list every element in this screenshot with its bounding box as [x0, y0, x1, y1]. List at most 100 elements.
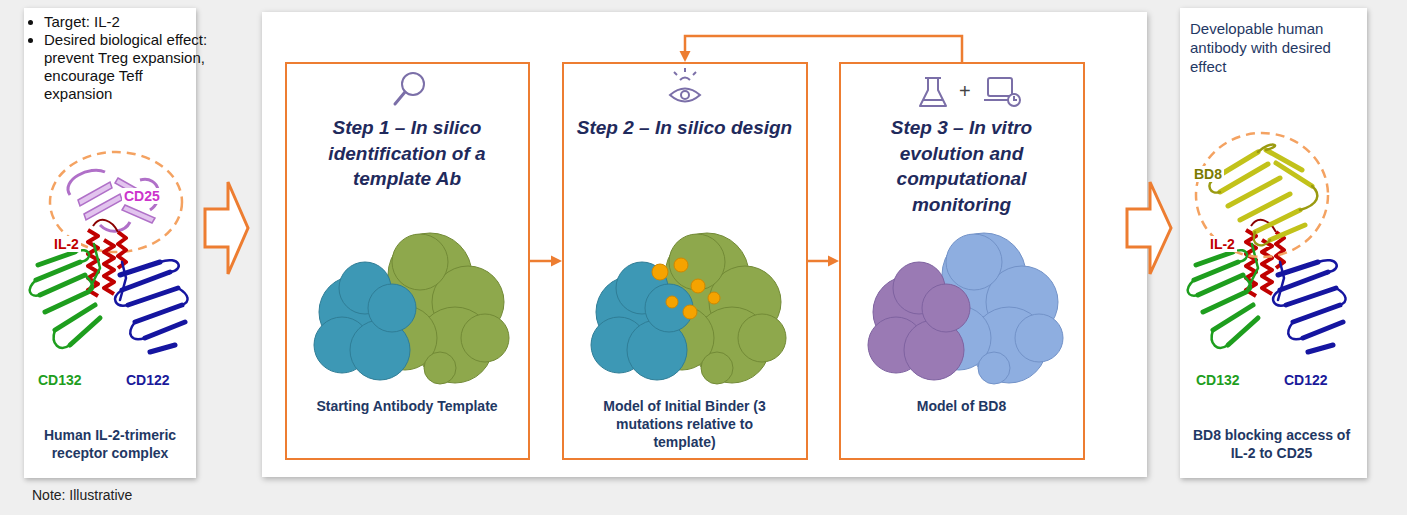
- antibody-surface: [368, 284, 416, 332]
- cd122-ribbon: [145, 322, 185, 338]
- cd132-ribbon: [70, 318, 100, 345]
- antibody-surface: [946, 234, 1002, 290]
- step-heading: Step 3 – In vitro evolution and computat…: [849, 115, 1074, 218]
- step-caption: Model of Initial Binder (3 mutations rel…: [592, 397, 777, 452]
- highlight-ring: [1196, 133, 1328, 257]
- plus-sign: +: [957, 80, 973, 103]
- mutation-patch: [652, 264, 668, 280]
- search-icon: [395, 73, 424, 104]
- antibody-surface: [978, 352, 1010, 384]
- part-label: CD25: [122, 188, 162, 204]
- cd132-ribbon: [30, 244, 100, 348]
- receptor-complex: [30, 220, 188, 352]
- panel-heading: Developable human antibody with desired …: [1190, 20, 1358, 76]
- cd122-ribbon: [160, 260, 179, 272]
- cd132-ribbon: [54, 330, 70, 348]
- part-label: CD132: [36, 372, 84, 388]
- step-box: Step 1 – In silico identification of a t…: [285, 62, 530, 460]
- cd132-ribbon: [40, 275, 85, 295]
- bd8-ribbon: [1276, 163, 1312, 186]
- bullet-item: Desired biological effect: prevent Treg …: [44, 31, 208, 103]
- eye-icon: [670, 68, 700, 102]
- eye-icon: [681, 91, 689, 99]
- info-panel: Target: IL-2Desired biological effect: p…: [24, 8, 196, 478]
- il2-helices: [88, 220, 126, 296]
- eye-icon: [693, 72, 696, 75]
- computer-icon: [1014, 96, 1017, 100]
- connector-line: [808, 260, 829, 263]
- flask-icon: [925, 77, 941, 79]
- cd122-ribbon: [120, 262, 126, 300]
- antibody-surface: [591, 262, 693, 380]
- antibody-surface: [461, 314, 509, 362]
- step-caption: Starting Antibody Template: [315, 397, 499, 415]
- eye-icon: [670, 89, 700, 102]
- highlight-ring: [50, 152, 182, 252]
- flask-icon: [920, 78, 946, 106]
- mutation-patch: [708, 292, 720, 304]
- flask-icon: [923, 99, 943, 101]
- antibody-surface: [314, 262, 416, 380]
- computer-icon: [984, 99, 1008, 101]
- connector-line: [685, 36, 962, 62]
- connector: [680, 36, 963, 62]
- flow-arrow: [1127, 182, 1171, 274]
- computer-icon: [1008, 94, 1020, 106]
- mutation-patch: [683, 305, 697, 319]
- part-label: CD122: [124, 372, 172, 388]
- bd8-ribbon: [1300, 186, 1317, 210]
- bullet-list: Target: IL-2Desired biological effect: p…: [28, 13, 208, 103]
- eye-icon: [684, 68, 686, 72]
- arrow-head: [828, 256, 839, 267]
- antibody-surface: [392, 234, 448, 290]
- flask-icon: [920, 78, 946, 106]
- cd132-ribbon: [30, 280, 40, 296]
- part-label: CD132: [1194, 372, 1242, 388]
- bullet-item: Target: IL-2: [44, 13, 208, 31]
- antibody-surface: [424, 352, 456, 384]
- panel-caption: BD8 blocking access of IL-2 to CD25: [1186, 426, 1357, 462]
- part-label: IL-2: [52, 236, 81, 252]
- cd25-ribbon: [122, 205, 155, 223]
- search-icon: [395, 92, 405, 104]
- cd122-ribbon: [135, 305, 182, 322]
- cd122-ribbon: [115, 260, 187, 352]
- cd122-ribbon: [130, 322, 145, 339]
- note-text: Note: Illustrative: [30, 487, 134, 503]
- step-box: Step 2 – In silico designModel of Initia…: [562, 62, 808, 460]
- receptor-complex: [1188, 220, 1346, 352]
- step-heading: Step 1 – In silico identification of a t…: [295, 115, 519, 192]
- step-heading: Step 2 – In silico design: [572, 115, 797, 141]
- panel-ground: [1180, 8, 1367, 478]
- computer-icon: [984, 78, 1020, 106]
- connector-line: [530, 260, 552, 263]
- il2-helices: [104, 240, 114, 294]
- cd132-ribbon: [38, 252, 75, 265]
- mutation-patch: [652, 258, 720, 319]
- connector: [808, 256, 839, 267]
- step-caption: Model of BD8: [869, 397, 1054, 415]
- cd122-ribbon: [128, 288, 178, 305]
- part-label: BD8: [1192, 166, 1224, 182]
- cd25-ribbon: [68, 170, 105, 195]
- eye-icon: [680, 78, 690, 81]
- step-box: Step 3 – In vitro evolution and computat…: [839, 62, 1085, 460]
- computer-icon: [988, 78, 1012, 96]
- antibody-surface: [738, 314, 786, 362]
- cd122-ribbon: [150, 345, 175, 352]
- mutation-patch: [674, 258, 688, 272]
- antibody-surface: [868, 262, 970, 380]
- mutation-patch: [691, 279, 705, 293]
- cd25-ribbon: [84, 194, 122, 220]
- panel-caption: Human IL-2-trimeric receptor complex: [30, 426, 190, 462]
- mutation-patch: [666, 296, 678, 308]
- cd122-ribbon: [122, 272, 170, 290]
- part-label: CD122: [1282, 372, 1330, 388]
- eye-icon: [674, 72, 677, 75]
- cd122-ribbon: [178, 288, 188, 305]
- cd132-ribbon: [45, 292, 88, 312]
- antibody-surface: [1015, 314, 1063, 362]
- bd8-ribbon: [1258, 145, 1275, 152]
